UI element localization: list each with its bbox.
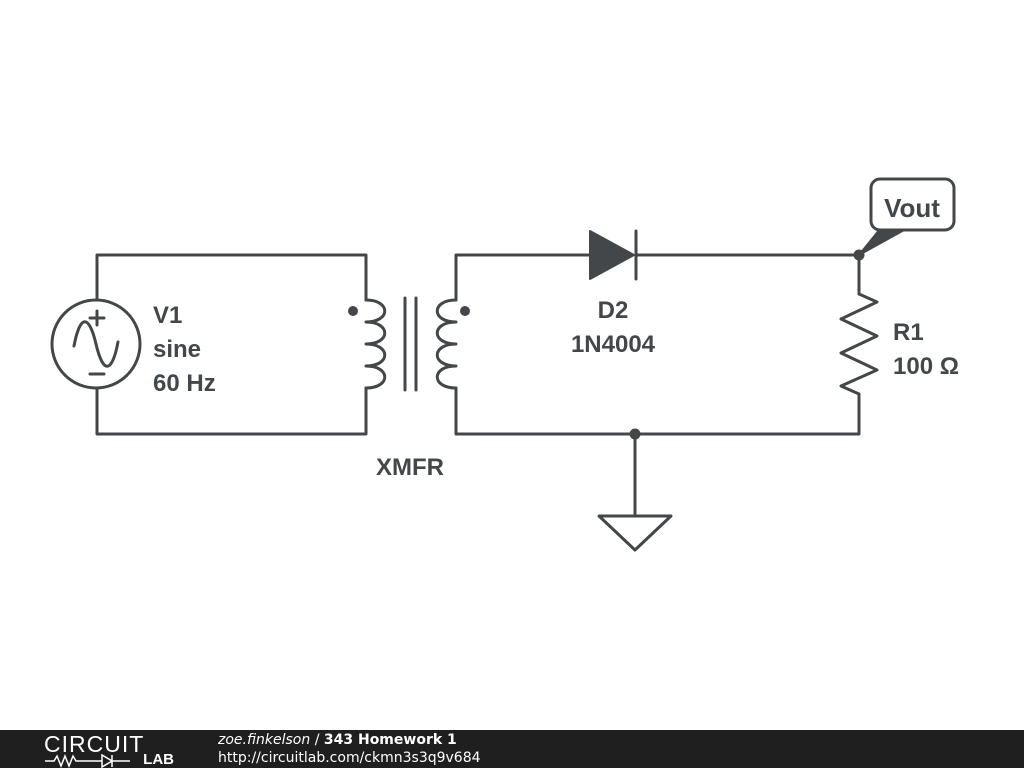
transformer-name-label: XMFR (376, 454, 444, 481)
source-type-label: sine (153, 336, 201, 363)
logo-bottom: LAB (44, 751, 174, 768)
logo-bottom-text: LAB (143, 751, 174, 768)
secondary-wiring (454, 253, 861, 518)
logo-top-text: CIRCUIT (44, 731, 145, 757)
secondary-polarity-dot (460, 306, 470, 316)
footer-bar: CIRCUIT LAB zoe.finkelson / 343 Homework… (0, 730, 1024, 768)
resistor-value-label: 100 Ω (893, 353, 959, 380)
circuit-schematic: V1 sine 60 Hz XMFR D2 1N4004 R1 100 Ω (50, 177, 959, 552)
diode-part-label: 1N4004 (571, 331, 656, 358)
footer-separator: / (310, 732, 324, 748)
circuitlab-logo[interactable]: CIRCUIT LAB (44, 732, 174, 768)
footer-title-line: zoe.finkelson / 343 Homework 1 (218, 731, 481, 749)
source-frequency-label: 60 Hz (153, 370, 216, 397)
resistor-r1[interactable] (839, 292, 879, 396)
diode-name-label: D2 (598, 297, 629, 324)
primary-wiring (95, 253, 368, 436)
vout-probe-label: Vout (884, 193, 940, 223)
primary-polarity-dot (348, 306, 358, 316)
resistor-name-label: R1 (893, 319, 924, 346)
diode-d2[interactable] (589, 229, 638, 281)
vout-probe[interactable]: Vout (858, 177, 956, 256)
transformer-xmfr[interactable] (348, 296, 470, 392)
footer-info: zoe.finkelson / 343 Homework 1 http://ci… (218, 731, 481, 767)
sine-voltage-source-v1[interactable] (50, 298, 142, 390)
circuit-url[interactable]: http://circuitlab.com/ckmn3s3q9v684 (218, 750, 481, 766)
ground-symbol[interactable] (597, 514, 673, 552)
junction-node-ground (629, 428, 641, 440)
circuit-title[interactable]: 343 Homework 1 (323, 732, 457, 748)
source-name-label: V1 (153, 302, 182, 329)
logo-circuit-icon (45, 754, 130, 768)
author-link[interactable]: zoe.finkelson (218, 732, 311, 748)
